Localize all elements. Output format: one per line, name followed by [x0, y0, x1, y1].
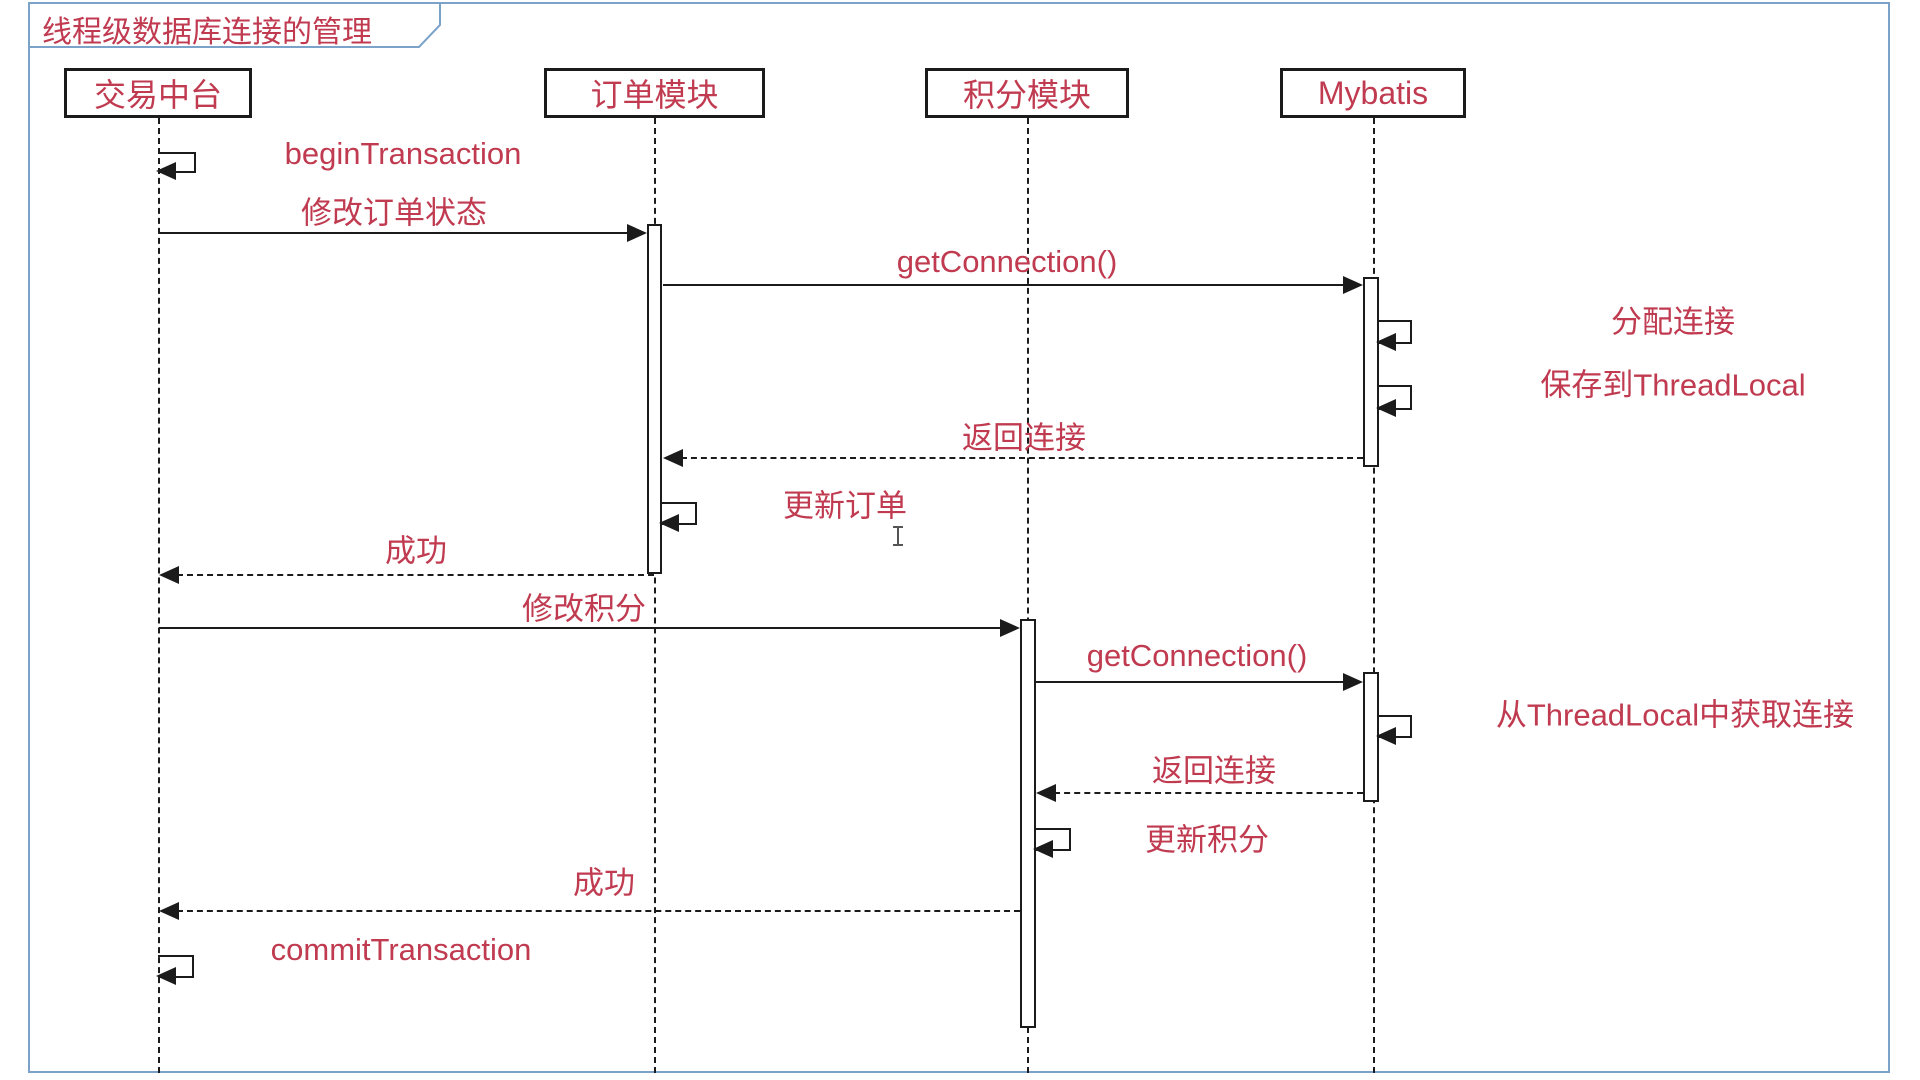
arrowhead-save-to-threadlocal: [1376, 399, 1396, 417]
self-loop-update-order: [661, 502, 697, 525]
message-line-get-connection-2: [1036, 681, 1345, 683]
text-cursor-stem: [897, 526, 899, 546]
lifeline-mybatis: [1373, 118, 1375, 1073]
message-label-modify-order-status: 修改订单状态: [301, 195, 487, 231]
message-label-begin-transaction: beginTransaction: [284, 136, 522, 171]
message-line-return-connection-1: [681, 457, 1363, 459]
arrowhead-return-connection-1: [663, 449, 683, 467]
message-label-update-order: 更新订单: [783, 488, 907, 524]
participant-box-points-module: 积分模块: [925, 68, 1129, 118]
message-line-success-1: [177, 574, 654, 576]
participant-box-mybatis: Mybatis: [1280, 68, 1466, 118]
arrowhead-update-points: [1033, 840, 1053, 858]
arrowhead-update-order: [659, 514, 679, 532]
activation-order-module: [647, 224, 662, 574]
message-label-save-to-threadlocal: 保存到ThreadLocal: [1540, 367, 1806, 403]
message-line-success-2: [177, 910, 1020, 912]
arrowhead-return-connection-2: [1036, 784, 1056, 802]
arrowhead-commit-transaction: [156, 967, 176, 985]
diagram-frame: [28, 2, 1890, 1073]
participant-label-trading-center: 交易中台: [93, 77, 222, 113]
activation-points-module: [1020, 619, 1036, 1028]
message-line-get-connection-1: [663, 284, 1345, 286]
message-label-commit-transaction: commitTransaction: [270, 932, 532, 967]
participant-box-trading-center: 交易中台: [64, 68, 252, 118]
arrowhead-begin-transaction: [156, 162, 176, 180]
frame-title-tab: 线程级数据库连接的管理: [28, 2, 442, 49]
message-label-get-connection-1: getConnection(): [896, 244, 1118, 279]
message-label-success-2: 成功: [573, 865, 635, 901]
message-label-get-from-threadlocal: 从ThreadLocal中获取连接: [1495, 697, 1855, 733]
message-line-return-connection-2: [1054, 792, 1363, 794]
arrowhead-get-from-threadlocal: [1376, 727, 1396, 745]
message-label-return-connection-1: 返回连接: [962, 420, 1086, 456]
arrowhead-get-connection-1: [1343, 276, 1363, 294]
self-loop-commit-transaction: [158, 955, 194, 978]
text-cursor-bottom: [893, 544, 903, 546]
arrowhead-success-1: [159, 566, 179, 584]
message-line-modify-order-status: [159, 232, 629, 234]
participant-label-order-module: 订单模块: [590, 77, 719, 113]
lifeline-points-module: [1027, 118, 1029, 1073]
message-label-modify-points: 修改积分: [522, 591, 646, 627]
participant-label-mybatis: Mybatis: [1317, 74, 1429, 111]
arrowhead-get-connection-2: [1343, 673, 1363, 691]
message-label-return-connection-2: 返回连接: [1152, 753, 1276, 789]
message-label-allocate-connection: 分配连接: [1611, 304, 1735, 340]
message-label-success-1: 成功: [385, 533, 447, 569]
arrowhead-modify-order-status: [627, 224, 647, 242]
self-loop-begin-transaction: [158, 152, 196, 173]
text-cursor: [891, 526, 905, 546]
message-line-modify-points: [159, 627, 1000, 629]
participant-box-order-module: 订单模块: [544, 68, 765, 118]
activation-mybatis-1: [1363, 277, 1379, 467]
self-loop-update-points: [1035, 828, 1071, 851]
arrowhead-modify-points: [1000, 619, 1020, 637]
lifeline-order-module: [654, 118, 656, 1073]
arrowhead-allocate-connection: [1376, 333, 1396, 351]
frame-title: 线程级数据库连接的管理: [42, 16, 372, 49]
message-label-get-connection-2: getConnection(): [1086, 638, 1308, 673]
frame-title-tab-shape: [28, 2, 441, 48]
arrowhead-success-2: [159, 902, 179, 920]
participant-label-points-module: 积分模块: [962, 77, 1091, 113]
lifeline-trading-center: [158, 118, 160, 1073]
message-label-update-points: 更新积分: [1145, 822, 1269, 858]
